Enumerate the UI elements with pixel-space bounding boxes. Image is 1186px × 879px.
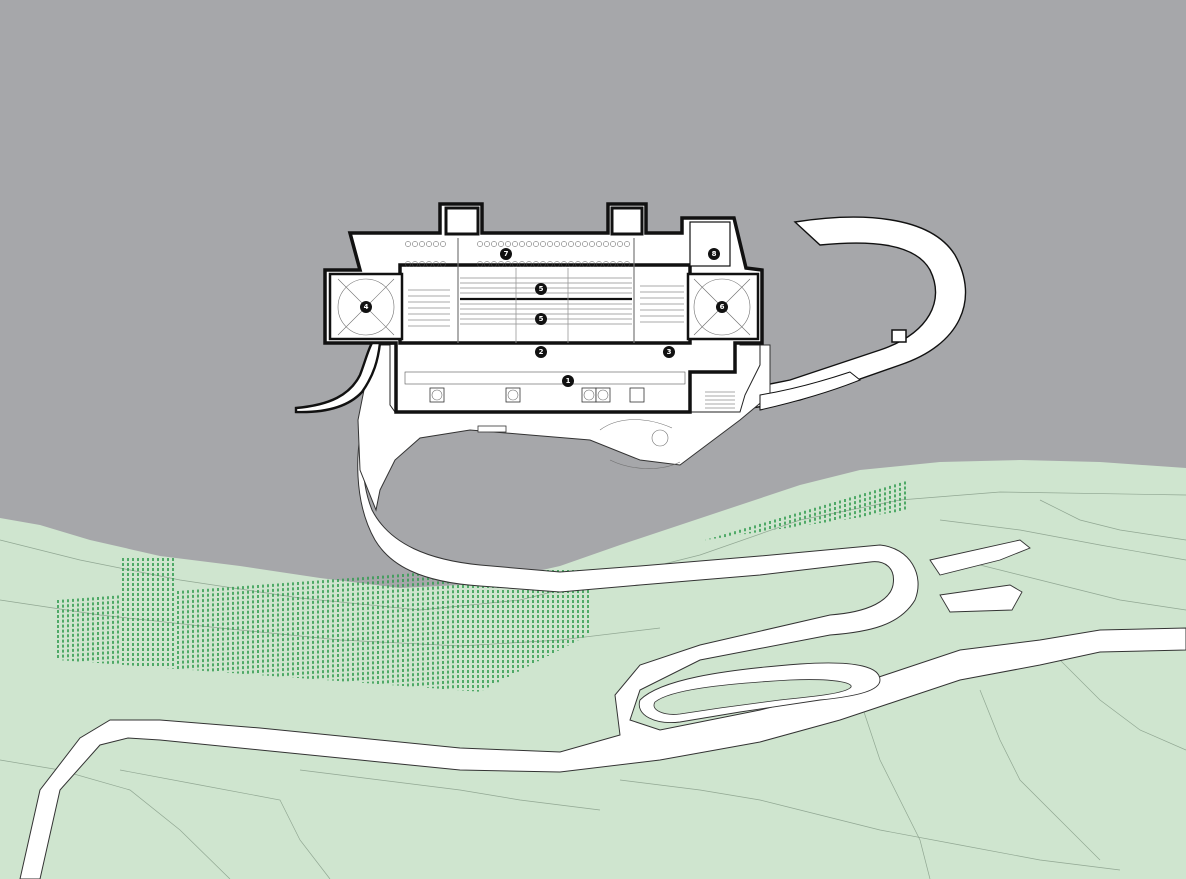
barrel xyxy=(433,241,439,247)
barrel xyxy=(617,261,623,267)
vineyard-rows xyxy=(57,481,906,692)
barrel xyxy=(519,241,525,247)
access-road xyxy=(19,404,1186,879)
parking-island xyxy=(653,679,852,715)
barrel xyxy=(419,241,425,247)
plaza-feature xyxy=(651,429,669,447)
barrel xyxy=(405,261,411,267)
barrel xyxy=(582,261,588,267)
barrel xyxy=(519,261,525,267)
building-main-slab xyxy=(323,202,764,414)
barrel xyxy=(505,241,511,247)
barrel xyxy=(568,241,574,247)
svg-text:4: 4 xyxy=(364,303,369,311)
marker-7: 7 xyxy=(500,248,512,260)
svg-text:6: 6 xyxy=(720,303,725,311)
barrel xyxy=(575,241,581,247)
barrel xyxy=(603,241,609,247)
barrel xyxy=(540,241,546,247)
barrel-cellar xyxy=(405,241,630,267)
svg-text:1: 1 xyxy=(566,377,571,385)
barrel xyxy=(533,261,539,267)
barrel xyxy=(617,241,623,247)
barrel xyxy=(624,261,630,267)
room-markers: 1 2 3 4 5 5 6 7 xyxy=(360,248,728,387)
barrel xyxy=(568,261,574,267)
barrel xyxy=(610,261,616,267)
svg-text:3: 3 xyxy=(667,348,672,356)
barrel xyxy=(533,241,539,247)
marker-5-lower: 5 xyxy=(535,313,547,325)
marker-1: 1 xyxy=(562,375,574,387)
barrel xyxy=(484,241,490,247)
barrel xyxy=(491,241,497,247)
entry-stairs xyxy=(705,391,735,409)
barrel xyxy=(440,241,446,247)
loading-ramp xyxy=(759,371,861,411)
barrel xyxy=(603,261,609,267)
barrel xyxy=(426,261,432,267)
barrel xyxy=(512,241,518,247)
barrel xyxy=(526,261,532,267)
barrel xyxy=(547,241,553,247)
stair-tower-right xyxy=(610,206,644,236)
svg-text:8: 8 xyxy=(712,250,717,258)
barrel xyxy=(419,261,425,267)
svg-text:5: 5 xyxy=(539,315,544,323)
barrel xyxy=(426,241,432,247)
barrel xyxy=(526,241,532,247)
spur-road xyxy=(929,539,1031,613)
marker-4: 4 xyxy=(360,301,372,313)
barrel xyxy=(589,241,595,247)
barrel xyxy=(498,261,504,267)
barrel xyxy=(561,261,567,267)
bench xyxy=(477,425,507,433)
service-room-8 xyxy=(689,221,731,267)
barrel xyxy=(540,261,546,267)
barrel xyxy=(498,241,504,247)
plaza-arc xyxy=(599,419,673,431)
marker-3: 3 xyxy=(663,346,675,358)
contour-lines xyxy=(0,491,1186,879)
equipment-circles xyxy=(431,389,609,401)
svg-text:5: 5 xyxy=(539,285,544,293)
stair-tower-left xyxy=(444,206,480,236)
barrel xyxy=(484,261,490,267)
barrel xyxy=(561,241,567,247)
barrel xyxy=(477,261,483,267)
marker-8: 8 xyxy=(708,248,720,260)
barrel xyxy=(433,261,439,267)
barrel xyxy=(624,241,630,247)
barrel xyxy=(491,261,497,267)
svg-text:7: 7 xyxy=(504,250,509,258)
plaza-curve xyxy=(609,459,681,469)
marker-2: 2 xyxy=(535,346,547,358)
barrel xyxy=(596,261,602,267)
barrel xyxy=(575,261,581,267)
svg-text:2: 2 xyxy=(539,348,544,356)
marker-5-upper: 5 xyxy=(535,283,547,295)
barrel xyxy=(512,261,518,267)
barrel xyxy=(477,241,483,247)
barrel xyxy=(547,261,553,267)
barrel xyxy=(554,261,560,267)
barrel xyxy=(440,261,446,267)
barrel xyxy=(412,241,418,247)
barrel xyxy=(505,261,511,267)
barrel xyxy=(405,241,411,247)
marker-6: 6 xyxy=(716,301,728,313)
corridor xyxy=(404,371,686,385)
left-ramp xyxy=(294,341,382,414)
barrel xyxy=(582,241,588,247)
barrel xyxy=(554,241,560,247)
barrel xyxy=(610,241,616,247)
barrel xyxy=(412,261,418,267)
barrel xyxy=(589,261,595,267)
kiosk xyxy=(891,329,907,343)
barrel xyxy=(596,241,602,247)
